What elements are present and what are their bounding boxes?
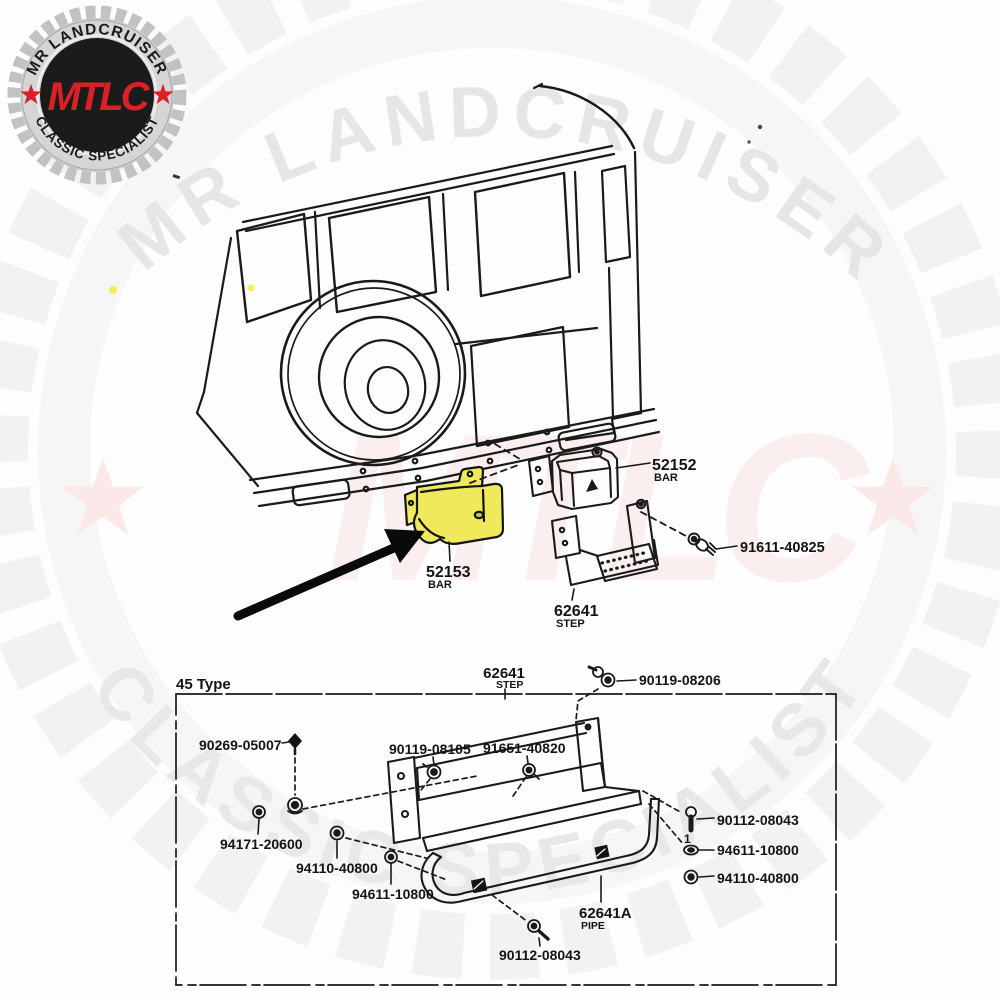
section-label-45-type: 45 Type [176,676,231,693]
part-label-62641-type: STEP [556,618,585,630]
nut-94611-10800-left-icon [384,850,398,864]
part-label-62641a-type: PIPE [581,920,605,932]
spare-wheel [279,279,467,467]
lower-hardware-icons [252,665,699,941]
fastener-label-90112-08043-right: 90112-08043 [717,812,799,828]
part-label-91611: 91611-40825 [740,540,825,556]
part-label-62641a: 62641A [579,905,632,922]
fastener-label-90119-08105: 90119-08105 [389,741,471,757]
nut-94110-40800-right-icon [683,869,699,885]
part-label-62641: 62641 [554,603,599,620]
upper-assembly-dashed-lines [469,443,687,537]
upper-labels: 52152 BAR 52153 BAR 62641 STEP 91611-408… [426,457,825,630]
logo-inner-ring [36,34,158,156]
nut-94110-40800-left-icon [329,825,345,841]
part-label-52153-type: BAR [428,579,452,591]
part-62641-step-45type [386,716,643,853]
fastener-label-90112-08043-bottom: 90112-08043 [499,947,581,963]
quantity-marker: 1 [684,832,691,846]
sill-slot-left [291,478,351,507]
scan-marks [109,124,763,294]
upper-leader-lines [448,462,738,601]
window-rear [473,171,572,298]
bolt-90112-08043-right-icon [685,806,697,833]
fastener-label-94110-40800-left: 94110-40800 [296,860,378,876]
watermark-gear-ring [38,0,946,904]
window-middle [327,195,438,314]
fastener-label-90119-08206: 90119-08206 [639,672,721,688]
part-label-62641-45type-type: STEP [496,679,523,691]
part-label-62641-45type: 62641 [483,665,525,682]
logo-monogram: MTLC [47,75,150,119]
lower-assembly-dashed-lines [294,688,685,923]
lower-leader-lines [257,679,715,947]
bolt-90119-08105-icon [422,763,442,780]
part-62641-step [550,498,660,587]
bolt-90119-08206-icon [587,665,616,688]
window-quarter [600,164,632,264]
part-52152-bracket [527,446,620,511]
mr-landcruiser-logo: MR LANDCRUISER CLASSIC SPECIALIST MTLC [7,5,187,185]
part-label-52152: 52152 [652,457,697,474]
part-52153-bracket-highlighted [403,465,505,545]
lower-labels: 45 Type 62641 STEP 90119-08206 90269-050… [176,665,799,963]
clip-91651-40820-icon [522,763,540,780]
fastener-label-94611-10800-left: 94611-10800 [352,886,434,902]
bolt-90269-05007-icon [288,733,302,756]
sill-slot-right [557,422,617,452]
washer-94611-10800-right-icon [683,844,699,856]
bolt-90112-08043-bottom-icon [527,919,550,941]
window-front [235,212,313,324]
fastener-label-94611-10800-right: 94611-10800 [717,842,799,858]
fastener-label-91651-40820: 91651-40820 [483,740,566,756]
part-label-52153: 52153 [426,564,471,581]
logo-gear-teeth [7,5,187,185]
part-62641a-pipe [420,797,661,904]
logo-black-disc [40,38,154,152]
quarter-panel-recess [469,325,571,448]
fastener-label-94110-40800-right: 94110-40800 [717,870,799,886]
direction-arrow-marker [586,479,598,492]
fastener-label-90269-05007: 90269-05007 [199,737,282,753]
screw-91611-icon [687,532,717,556]
type-45-box [175,693,837,986]
fastener-label-94171-20600: 94171-20600 [220,836,303,852]
nut-flanged-icon [287,797,303,815]
pointer-arrow [233,529,425,621]
vehicle-line-art [195,82,661,508]
part-label-52152-type: BAR [654,472,678,484]
stud-94171-20600-icon [252,805,266,819]
